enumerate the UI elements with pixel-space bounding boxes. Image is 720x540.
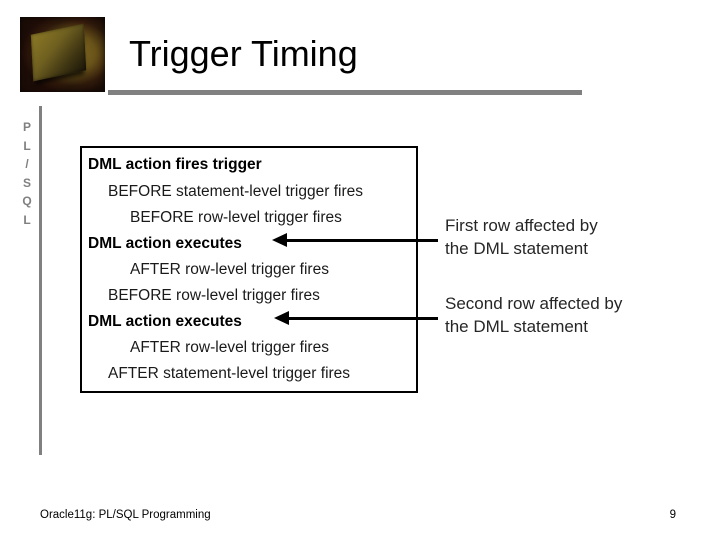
flow-line-1: BEFORE statement-level trigger fires	[108, 183, 363, 200]
annotation-first-row: First row affected by the DML statement	[445, 214, 598, 260]
footer-course-title: Oracle11g: PL/SQL Programming	[40, 509, 211, 521]
flow-line-8: AFTER statement-level trigger fires	[108, 365, 351, 382]
side-label-letter-5: L	[23, 212, 31, 227]
flow-line-2: BEFORE row-level trigger fires	[130, 209, 342, 226]
callout-arrow-first-row	[272, 233, 438, 247]
side-label-letter-4: Q	[22, 194, 32, 208]
flow-line-3: DML action executes	[88, 235, 242, 252]
side-vertical-divider	[39, 106, 42, 455]
title-divider	[108, 90, 582, 95]
annotation-first-row-line2: the DML statement	[445, 239, 588, 258]
book-thumbnail-image	[20, 17, 105, 92]
side-label-letter-1: L	[23, 138, 31, 153]
side-label-letter-3: S	[22, 175, 31, 190]
flow-line-5: BEFORE row-level trigger fires	[108, 287, 320, 304]
annotation-first-row-line1: First row affected by	[445, 216, 598, 235]
side-label-letter-0: P	[22, 120, 31, 134]
flow-line-6: DML action executes	[88, 313, 242, 330]
flow-line-0: DML action fires trigger	[88, 156, 262, 173]
footer-page-number: 9	[669, 509, 676, 521]
flow-line-4: AFTER row-level trigger fires	[130, 261, 329, 278]
callout-arrow-second-row	[274, 311, 438, 325]
side-label-letter-2: /	[25, 157, 29, 171]
side-label-plsql: P L / S Q L	[18, 118, 36, 229]
flow-line-7: AFTER row-level trigger fires	[130, 339, 329, 356]
annotation-second-row: Second row affected by the DML statement	[445, 292, 622, 338]
trigger-timing-diagram: DML action fires trigger BEFORE statemen…	[80, 146, 418, 393]
annotation-second-row-line2: the DML statement	[445, 317, 588, 336]
page-title: Trigger Timing	[129, 33, 358, 74]
annotation-second-row-line1: Second row affected by	[445, 294, 623, 313]
